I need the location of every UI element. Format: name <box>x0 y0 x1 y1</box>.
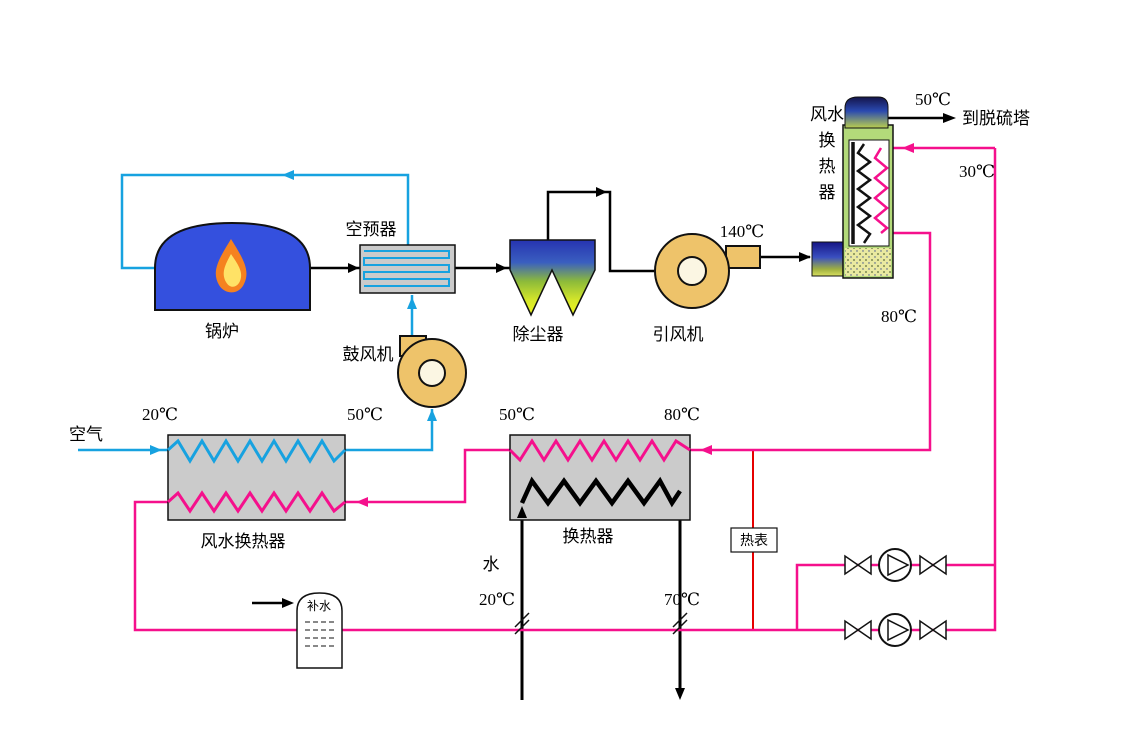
temp-hot-water-out: 70℃ <box>664 590 700 609</box>
valve-icon <box>919 554 935 576</box>
arrow-icon <box>902 143 914 153</box>
arrow-icon <box>596 187 607 197</box>
air-preheater-coil <box>363 250 450 287</box>
makeup-tank-level-lines <box>305 621 334 647</box>
boiler-label: 锅炉 <box>205 322 239 341</box>
pump-branch-upper <box>844 548 947 582</box>
hx-packing-dots <box>845 248 891 276</box>
arrow-icon <box>356 497 368 507</box>
air-hx-to-blower-line <box>345 409 434 452</box>
blower-label: 鼓风机 <box>343 345 394 364</box>
gas-water-heat-exchanger <box>811 96 894 279</box>
arrow-icon <box>675 688 685 700</box>
valve-icon <box>844 619 860 641</box>
temp-stack-out: 50℃ <box>915 90 951 109</box>
hx-hot-coil <box>508 438 691 463</box>
labels: 锅炉 空预器 鼓风机 除尘器 引风机 风水 换 热 器 风水换热器 换热器 热表… <box>69 90 1030 613</box>
temp-return-water: 30℃ <box>959 162 995 181</box>
pump-icon <box>878 613 912 647</box>
hot-water-coil <box>166 490 346 514</box>
hx-inner-panel <box>848 139 890 247</box>
temp-air-out: 50℃ <box>347 405 383 424</box>
to-desulfurization-label: 到脱硫塔 <box>962 109 1030 128</box>
hx-outlet-elbow <box>844 96 889 129</box>
hx-cold-coil <box>519 476 682 508</box>
hx-inlet-elbow <box>811 241 846 277</box>
arrow-icon <box>282 170 294 180</box>
arrow-icon <box>282 598 294 608</box>
temp-fan-out: 140℃ <box>720 222 765 241</box>
makeup-tank-label: 补水 <box>307 599 331 613</box>
pipe-crossing-marks <box>514 612 688 635</box>
air-inlet-label: 空气 <box>69 425 103 444</box>
makeup-water-tank <box>296 592 343 669</box>
arrow-icon <box>943 113 956 123</box>
heat-meter-box <box>730 527 778 553</box>
gas-water-hx-label-line4: 器 <box>819 183 836 202</box>
heat-meter-label: 热表 <box>740 533 768 549</box>
gas-water-hx-label-line1: 风水 <box>810 105 844 124</box>
induced-draft-fan <box>654 233 761 309</box>
arrow-icon <box>496 263 507 273</box>
dust-collector-label: 除尘器 <box>513 325 564 344</box>
temp-air-in: 20℃ <box>142 405 178 424</box>
air-preheater-label: 空预器 <box>346 220 397 239</box>
hot-water-arrows <box>356 143 914 507</box>
induced-fan-label: 引风机 <box>653 325 704 344</box>
blower <box>397 335 467 408</box>
hot-water-lines <box>133 146 997 632</box>
flame-core-icon <box>223 254 242 287</box>
valve-icon <box>931 554 947 576</box>
makeup-tank-body <box>296 592 343 669</box>
valve-icon <box>931 619 947 641</box>
air-water-heat-exchanger <box>166 434 347 521</box>
hx-gas-coil <box>855 143 873 244</box>
air-arrows <box>150 170 437 455</box>
boiler <box>154 221 311 311</box>
temp-supply-water: 80℃ <box>881 307 917 326</box>
hx-link-line <box>345 448 510 504</box>
arrow-icon <box>150 445 162 455</box>
valve-icon <box>919 619 935 641</box>
loop-return-line <box>133 148 997 632</box>
pump-icon <box>878 548 912 582</box>
pump-valve-assemblies <box>844 548 947 647</box>
supply-water-line <box>690 231 932 452</box>
temp-cold-water-in: 20℃ <box>479 590 515 609</box>
air-water-hx-label: 风水换热器 <box>201 532 286 551</box>
dust-to-fan-duct <box>546 190 656 273</box>
arrow-icon <box>799 252 811 262</box>
pump-impeller-icon <box>887 553 910 577</box>
arrow-icon <box>407 297 417 309</box>
flue-arrows <box>282 113 956 700</box>
blower-hub <box>418 359 446 387</box>
valve-icon <box>856 619 872 641</box>
flue-gas-lines <box>252 116 944 605</box>
gas-water-hx-label-line3: 热 <box>819 157 836 176</box>
valve-icon <box>856 554 872 576</box>
valve-icon <box>844 554 860 576</box>
hx-water-coil <box>873 147 889 234</box>
air-preheater <box>359 244 456 294</box>
arrow-icon <box>427 409 437 421</box>
dust-collector <box>509 239 596 317</box>
fan-outlet-duct <box>725 245 761 269</box>
water-heat-exchanger <box>508 434 691 521</box>
water-hx-label: 换热器 <box>563 527 614 546</box>
pump-branch-lower <box>844 613 947 647</box>
temp-hx-in: 50℃ <box>499 405 535 424</box>
user-water-lines <box>520 491 682 700</box>
preheater-to-boiler-line <box>120 173 410 270</box>
arrow-icon <box>700 445 712 455</box>
gas-water-hx-label-line2: 换 <box>819 131 836 150</box>
arrow-icon <box>517 506 527 518</box>
fan-hub <box>677 256 707 286</box>
temp-hx-out: 80℃ <box>664 405 700 424</box>
water-inlet-label: 水 <box>483 555 500 574</box>
pump-impeller-icon <box>887 618 910 642</box>
air-coil <box>166 438 347 464</box>
arrow-icon <box>348 263 359 273</box>
